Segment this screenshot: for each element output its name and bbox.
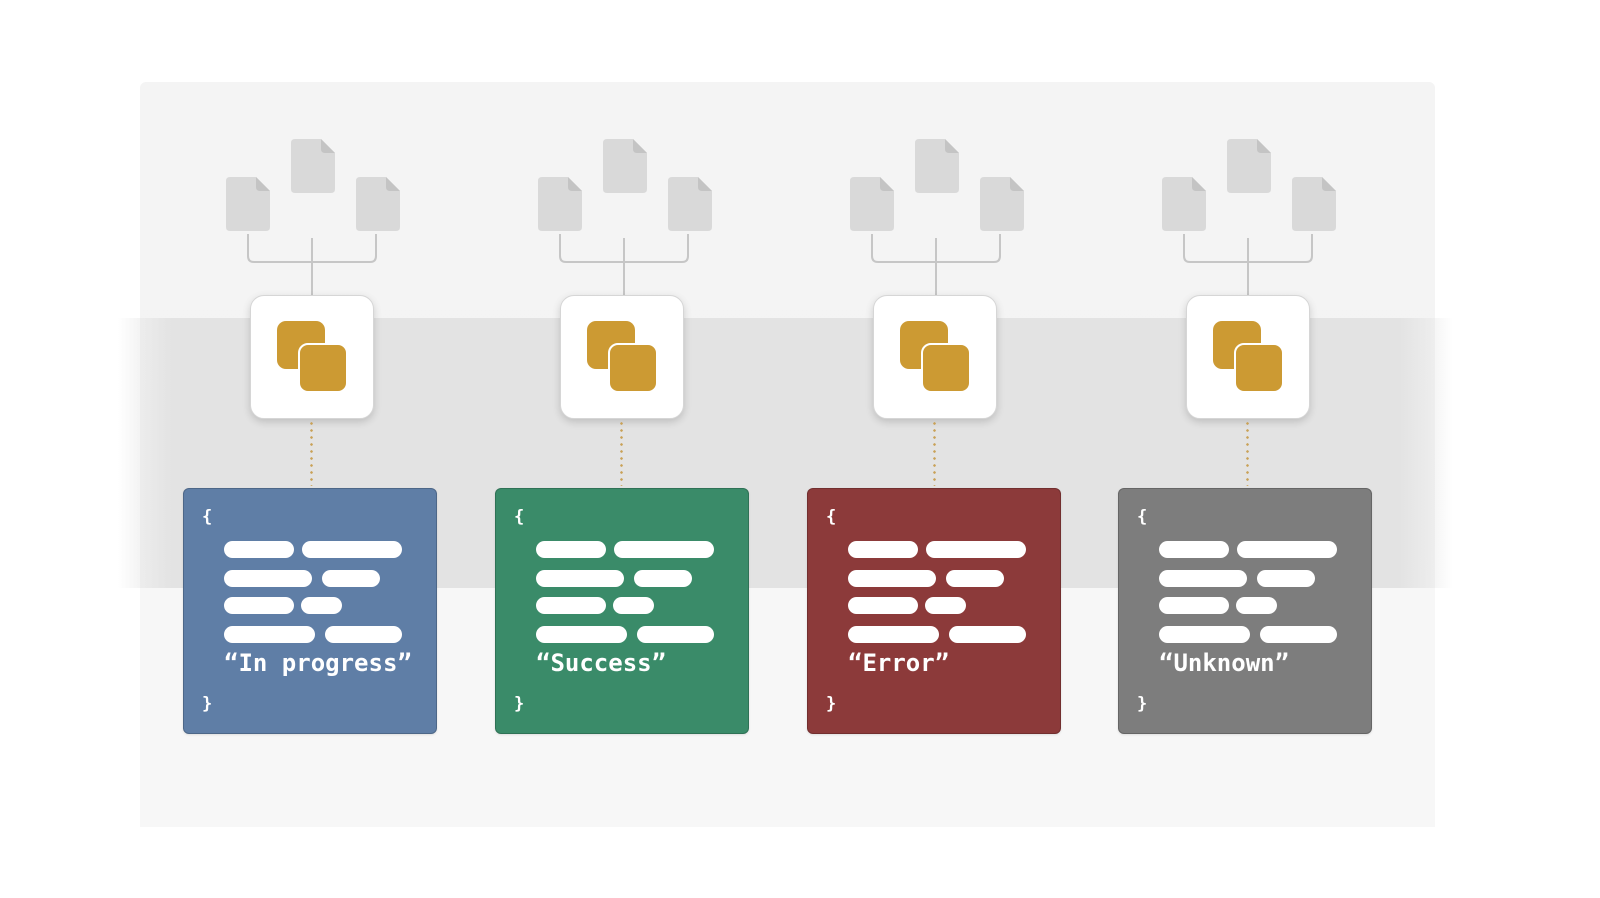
close-brace: }: [826, 694, 837, 714]
overlapping-squares-icon: [277, 321, 348, 393]
code-line-placeholder: [301, 597, 342, 614]
file-icon-right: [1292, 177, 1336, 231]
code-line-placeholder: [1236, 597, 1277, 614]
open-brace: {: [514, 507, 525, 527]
code-line-placeholder: [224, 626, 315, 643]
file-icon-right: [668, 177, 712, 231]
file-icon-left: [538, 177, 582, 231]
code-line-placeholder: [536, 570, 624, 587]
dotted-link: [1246, 420, 1249, 486]
status-label: “Unknown”: [1159, 649, 1290, 677]
open-brace: {: [826, 507, 837, 527]
code-line-placeholder: [848, 626, 939, 643]
code-line-placeholder: [1159, 570, 1247, 587]
code-line-placeholder: [1237, 541, 1337, 558]
status-card: { “Unknown”}: [1118, 488, 1372, 734]
code-line-placeholder: [848, 597, 918, 614]
file-icon-center: [915, 139, 959, 193]
file-icon-right: [356, 177, 400, 231]
code-line-placeholder: [848, 541, 918, 558]
merge-node: [560, 295, 684, 419]
pipeline-column-3: { “Error”}: [804, 0, 1064, 898]
status-card: { “Error”}: [807, 488, 1061, 734]
code-line-placeholder: [1257, 570, 1315, 587]
overlapping-squares-icon: [900, 321, 971, 393]
overlapping-squares-icon: [587, 321, 658, 393]
code-line-placeholder: [949, 626, 1026, 643]
merge-connector: [247, 234, 377, 295]
merge-node: [250, 295, 374, 419]
merge-connector: [871, 234, 1001, 295]
pipeline-column-2: { “Success”}: [492, 0, 752, 898]
code-line-placeholder: [536, 626, 627, 643]
code-line-placeholder: [614, 541, 714, 558]
code-line-placeholder: [322, 570, 380, 587]
merge-node: [1186, 295, 1310, 419]
file-icon-left: [226, 177, 270, 231]
close-brace: }: [514, 694, 525, 714]
merge-node: [873, 295, 997, 419]
file-icon-center: [603, 139, 647, 193]
code-line-placeholder: [1159, 626, 1250, 643]
pipeline-column-1: { “In progress”}: [180, 0, 440, 898]
code-line-placeholder: [1159, 541, 1229, 558]
code-line-placeholder: [224, 570, 312, 587]
close-brace: }: [202, 694, 213, 714]
close-brace: }: [1137, 694, 1148, 714]
code-line-placeholder: [224, 597, 294, 614]
code-line-placeholder: [946, 570, 1004, 587]
code-line-placeholder: [1159, 597, 1229, 614]
code-line-placeholder: [848, 570, 936, 587]
file-icon-left: [850, 177, 894, 231]
code-line-placeholder: [925, 597, 966, 614]
status-label: “Success”: [536, 649, 667, 677]
open-brace: {: [1137, 507, 1148, 527]
status-label: “Error”: [848, 649, 950, 677]
code-line-placeholder: [302, 541, 402, 558]
open-brace: {: [202, 507, 213, 527]
file-icon-left: [1162, 177, 1206, 231]
code-line-placeholder: [325, 626, 402, 643]
dotted-link: [933, 420, 936, 486]
status-card: { “In progress”}: [183, 488, 437, 734]
code-line-placeholder: [536, 597, 606, 614]
code-line-placeholder: [224, 541, 294, 558]
file-icon-center: [1227, 139, 1271, 193]
file-icon-right: [980, 177, 1024, 231]
merge-connector: [1183, 234, 1313, 295]
code-line-placeholder: [637, 626, 714, 643]
status-card: { “Success”}: [495, 488, 749, 734]
pipeline-column-4: { “Unknown”}: [1116, 0, 1376, 898]
code-line-placeholder: [1260, 626, 1337, 643]
code-line-placeholder: [634, 570, 692, 587]
dotted-link: [620, 420, 623, 486]
merge-connector: [559, 234, 689, 295]
file-icon-center: [291, 139, 335, 193]
overlapping-squares-icon: [1213, 321, 1284, 393]
code-line-placeholder: [926, 541, 1026, 558]
status-label: “In progress”: [224, 649, 412, 677]
dotted-link: [310, 420, 313, 486]
code-line-placeholder: [613, 597, 654, 614]
code-line-placeholder: [536, 541, 606, 558]
